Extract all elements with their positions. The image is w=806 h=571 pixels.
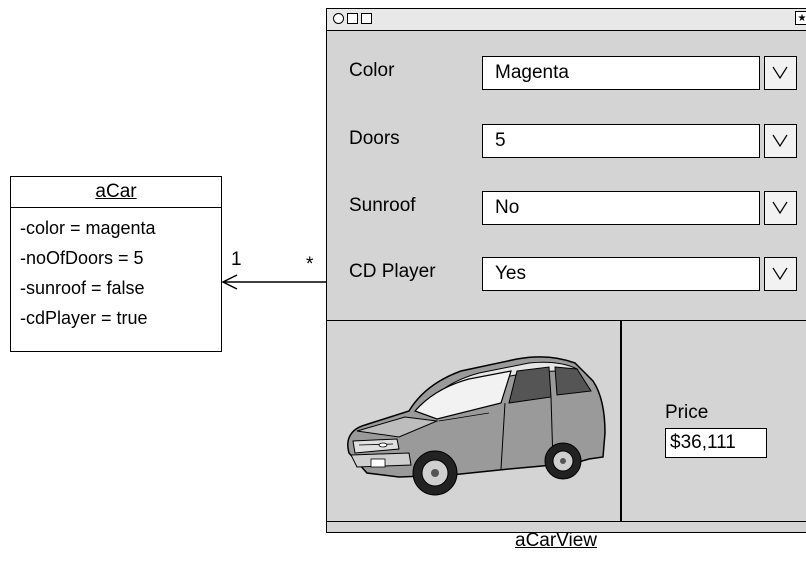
form-row-color: Color Magenta (327, 56, 806, 90)
minimize-icon[interactable] (347, 13, 358, 24)
cdplayer-label: CD Player (349, 261, 436, 282)
form-row-sunroof: Sunroof No (327, 191, 806, 225)
form-row-cdplayer: CD Player Yes (327, 257, 806, 291)
uml-object-acar: aCar -color = magenta -noOfDoors = 5 -su… (10, 176, 222, 352)
car-view-window: ★ Color Magenta Doors 5 Sunroof No CD Pl… (326, 8, 806, 533)
view-name: aCarView (515, 530, 598, 551)
panel-divider (620, 321, 622, 521)
doors-field[interactable]: 5 (482, 124, 760, 158)
attribute-sunroof: -sunroof = false (20, 278, 145, 298)
close-icon[interactable] (333, 13, 344, 24)
bottom-panel: Price $36,111 (327, 320, 806, 522)
chevron-down-icon (772, 267, 788, 281)
price-label: Price (665, 402, 709, 423)
chevron-down-icon (772, 66, 788, 80)
sunroof-label: Sunroof (349, 195, 416, 216)
price-field: $36,111 (665, 428, 767, 458)
object-name: aCar (11, 177, 221, 208)
chevron-down-icon (772, 134, 788, 148)
minivan-icon (347, 356, 606, 496)
attribute-cdplayer: -cdPlayer = true (20, 308, 148, 328)
attribute-list: -color = magenta -noOfDoors = 5 -sunroof… (11, 208, 221, 333)
doors-dropdown-button[interactable] (764, 124, 797, 158)
maximize-icon[interactable] (361, 13, 372, 24)
title-bar: ★ (327, 9, 806, 31)
arrowhead-icon (221, 274, 238, 290)
attribute-doors: -noOfDoors = 5 (20, 248, 144, 268)
color-dropdown-button[interactable] (764, 56, 797, 90)
doors-label: Doors (349, 128, 400, 149)
color-label: Color (349, 60, 395, 81)
form-row-doors: Doors 5 (327, 124, 806, 158)
multiplicity-many: * (306, 254, 314, 275)
star-icon[interactable]: ★ (795, 11, 806, 25)
sunroof-dropdown-button[interactable] (764, 191, 797, 225)
cdplayer-field[interactable]: Yes (482, 257, 760, 291)
multiplicity-one: 1 (231, 249, 242, 270)
sunroof-field[interactable]: No (482, 191, 760, 225)
attribute-color: -color = magenta (20, 218, 156, 238)
cdplayer-dropdown-button[interactable] (764, 257, 797, 291)
color-field[interactable]: Magenta (482, 56, 760, 90)
chevron-down-icon (772, 201, 788, 215)
